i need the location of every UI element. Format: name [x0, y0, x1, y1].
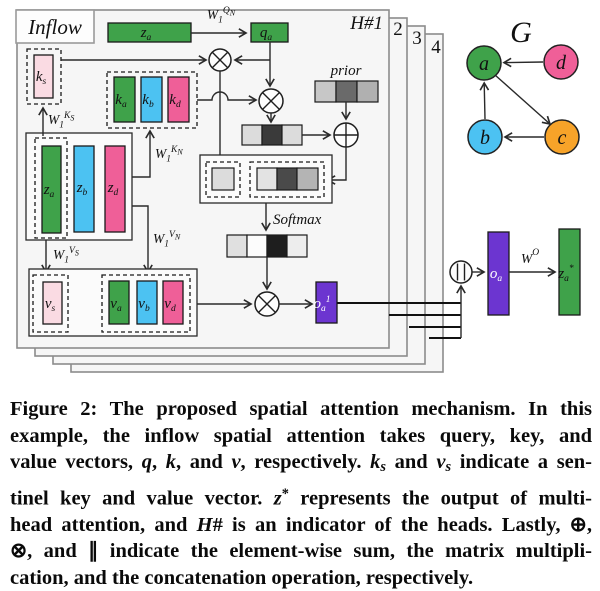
zb-bar — [73, 145, 95, 233]
za-dashed-box — [34, 137, 68, 239]
caption-line: head attention, and H# is an indicator o… — [10, 513, 592, 536]
oa-bar — [487, 231, 510, 316]
va-bar — [108, 280, 130, 325]
wqn-label: W1QN — [207, 6, 236, 26]
figure-caption: Figure 2: The proposed spatial attention… — [10, 396, 592, 591]
caption-line: ⊗, and ∥ indicate the element-wise sum, … — [10, 540, 592, 563]
oa-label: oa — [490, 266, 503, 284]
kd-bar — [167, 76, 190, 123]
matmul-icon-2 — [258, 88, 284, 114]
zd-label: zd — [107, 180, 119, 198]
inflow-title-box — [15, 9, 95, 44]
inflow-title: Inflow — [27, 15, 82, 39]
add-icon — [333, 122, 359, 148]
vd-label: vd — [164, 296, 176, 314]
qa-label: qa — [260, 25, 273, 43]
neighbor-scores-dashed-box — [249, 161, 325, 198]
head-number-4: 4 — [431, 37, 441, 58]
ks-dashed-box — [26, 48, 62, 105]
graph-label: G — [510, 16, 532, 49]
vb-label: vb — [138, 296, 150, 314]
wo-label: WO — [521, 248, 539, 266]
attention-figure: 2 3 4 H#1 Inflow za W1QN qa ks ka kb kd — [15, 6, 581, 373]
node-d — [543, 44, 579, 80]
k-to-matmul2-wire — [197, 91, 258, 105]
za-input-label: za — [140, 25, 152, 43]
head-number-2: 2 — [393, 19, 403, 40]
ks-bar — [33, 54, 54, 99]
vs-bar — [42, 281, 63, 325]
vb-bar — [136, 280, 158, 325]
node-b — [467, 119, 503, 155]
kb-bar — [140, 76, 163, 123]
wkn-label: W1KN — [155, 145, 183, 165]
zd-bar — [104, 145, 126, 233]
vs-dashed-box — [32, 274, 69, 333]
graph-g: G a d b c — [466, 16, 580, 155]
oa1-label: oa1 — [314, 295, 331, 314]
node-b-label: b — [480, 127, 490, 149]
caption-line: Figure 2: The proposed spatial attention… — [10, 398, 592, 420]
concat-icon — [449, 260, 473, 284]
vs-label: vs — [45, 296, 56, 314]
caption-line: cation, and the concatenation operation,… — [10, 566, 474, 589]
za-star-label: za* — [557, 264, 574, 284]
caption-line: tinel key and value vector. z* represent… — [10, 485, 592, 510]
qk-score-bar — [241, 124, 303, 146]
za-bar — [41, 145, 62, 234]
va-label: va — [110, 296, 122, 314]
vd-bar — [162, 280, 184, 325]
ks-label: ks — [36, 69, 47, 87]
k-group-dashed-box — [106, 71, 198, 129]
matmul-icon-1 — [208, 48, 232, 72]
sentinel-score-cell — [211, 167, 235, 191]
v-group-dashed-box — [101, 274, 191, 333]
softmax-label: Softmax — [273, 212, 322, 228]
za-star-bar — [558, 228, 581, 316]
ka-bar — [113, 76, 136, 123]
wvn-wire — [132, 205, 153, 274]
wvs-label: W1VS — [53, 246, 79, 266]
wks-label: W1KS — [48, 111, 74, 131]
node-c — [544, 119, 580, 155]
edge-d-a — [502, 57, 544, 68]
neighbor-scores-bar — [256, 167, 319, 191]
edge-b-a — [479, 81, 490, 120]
node-a — [466, 45, 502, 81]
softmax-bar — [226, 234, 308, 258]
za-label: za — [43, 182, 55, 200]
node-c-label: c — [558, 127, 567, 149]
prior-bar — [314, 80, 379, 103]
caption-line: example, the inflow spatial attention ta… — [10, 424, 592, 447]
sentinel-score-dashed-box — [205, 161, 241, 198]
head-label: H#1 — [349, 13, 383, 34]
zb-label: zb — [76, 180, 88, 198]
wvn-label: W1VN — [153, 230, 181, 250]
node-a-label: a — [479, 53, 489, 75]
kb-label: kb — [142, 92, 154, 110]
caption-line: value vectors, q, k, and v, respectively… — [10, 451, 593, 476]
node-d-label: d — [556, 52, 567, 74]
head-number-3: 3 — [412, 28, 422, 49]
matmul-icon-3 — [254, 291, 280, 317]
ka-label: ka — [115, 92, 127, 110]
wkn-wire — [132, 129, 155, 178]
prior-label: prior — [330, 63, 362, 79]
edge-a-c — [494, 74, 552, 126]
add-to-scores-wire — [326, 147, 347, 185]
kd-label: kd — [169, 92, 181, 110]
